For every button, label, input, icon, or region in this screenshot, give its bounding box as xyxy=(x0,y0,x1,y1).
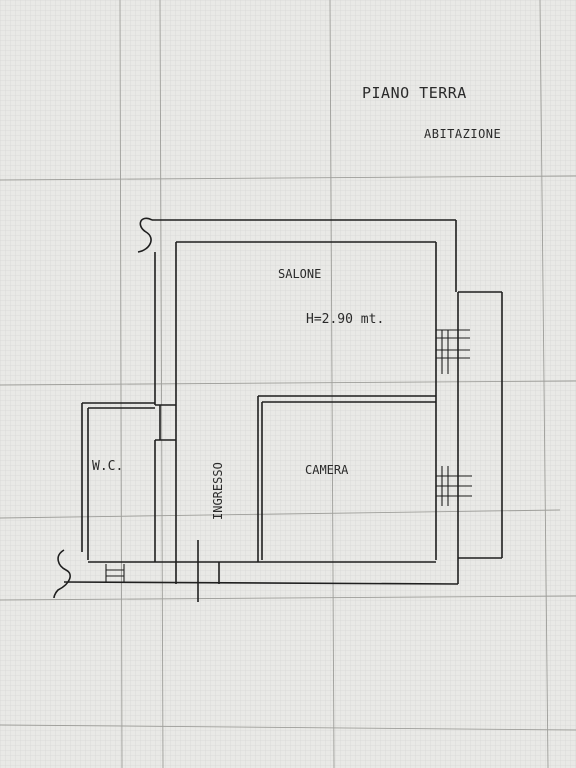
plan-title: PIANO TERRA xyxy=(362,84,467,102)
window-wc xyxy=(105,564,125,582)
walls xyxy=(53,217,503,602)
plan-subtitle: ABITAZIONE xyxy=(424,127,501,141)
room-label-salone: SALONE xyxy=(278,267,321,281)
room-label-camera: CAMERA xyxy=(305,463,349,477)
window-camera xyxy=(436,466,472,506)
room-height-label: H=2.90 mt. xyxy=(306,312,384,327)
room-label-ingresso: INGRESSO xyxy=(211,462,225,520)
room-label-wc: W.C. xyxy=(92,459,123,474)
window-salone xyxy=(436,329,470,374)
